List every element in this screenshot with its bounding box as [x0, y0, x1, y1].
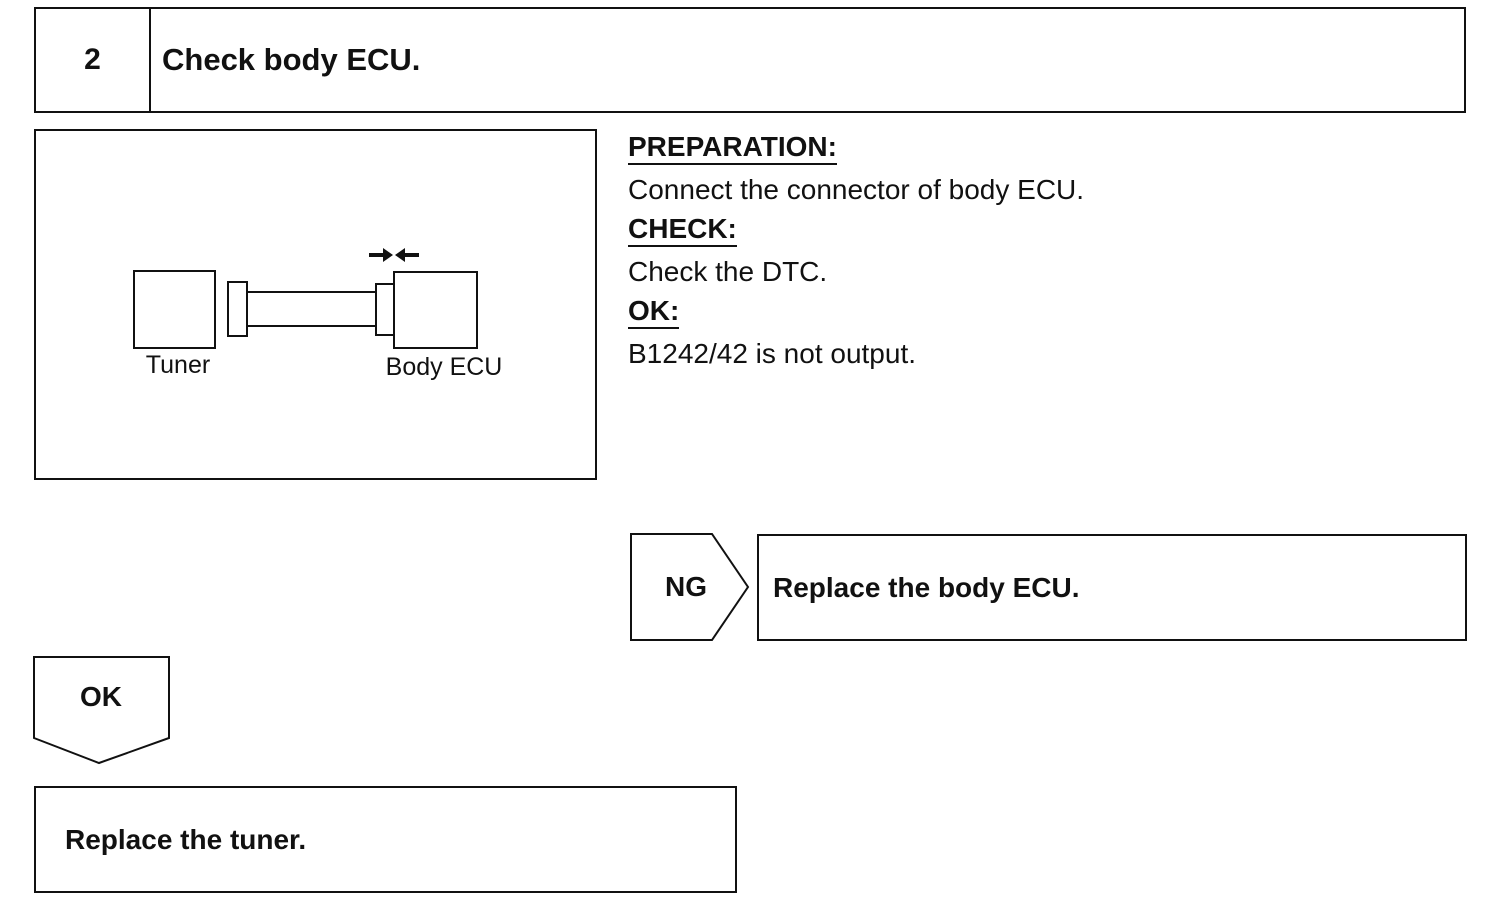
- step-divider: [149, 9, 151, 111]
- tuner-unit: [133, 270, 216, 349]
- step-number: 2: [84, 43, 101, 76]
- ecu-connector: [375, 283, 395, 336]
- body-ecu-unit: [393, 271, 478, 349]
- ok-arrow-shape: [33, 656, 170, 765]
- preparation-text: Connect the connector of body ECU.: [628, 173, 1085, 205]
- ng-result-box: Replace the body ECU.: [757, 534, 1467, 641]
- ok-heading: OK:: [628, 294, 680, 329]
- ng-arrow-shape: [630, 533, 750, 641]
- ok-text: B1242/42 is not output.: [628, 337, 916, 369]
- connector-diagram: Tuner Body ECU: [34, 129, 597, 480]
- connect-arrows-icon: [369, 248, 419, 262]
- wire-harness: [246, 291, 377, 327]
- ok-label: OK: [80, 681, 122, 712]
- step-header: 2 Check body ECU.: [34, 7, 1466, 113]
- check-heading: CHECK:: [628, 212, 737, 247]
- ok-result-box: Replace the tuner.: [34, 786, 737, 893]
- preparation-heading: PREPARATION:: [628, 130, 837, 165]
- check-text: Check the DTC.: [628, 255, 828, 287]
- tuner-connector-plug: [227, 281, 248, 337]
- body-ecu-label: Body ECU: [386, 353, 503, 381]
- ng-result-text: Replace the body ECU.: [773, 571, 1080, 603]
- tuner-label: Tuner: [146, 351, 210, 379]
- connector-diagram-svg: Tuner Body ECU: [133, 248, 503, 381]
- step-title: Check body ECU.: [162, 42, 421, 77]
- ok-result-text: Replace the tuner.: [65, 823, 307, 855]
- instructions: PREPARATION: Connect the connector of bo…: [628, 127, 1468, 373]
- ng-label: NG: [665, 570, 707, 602]
